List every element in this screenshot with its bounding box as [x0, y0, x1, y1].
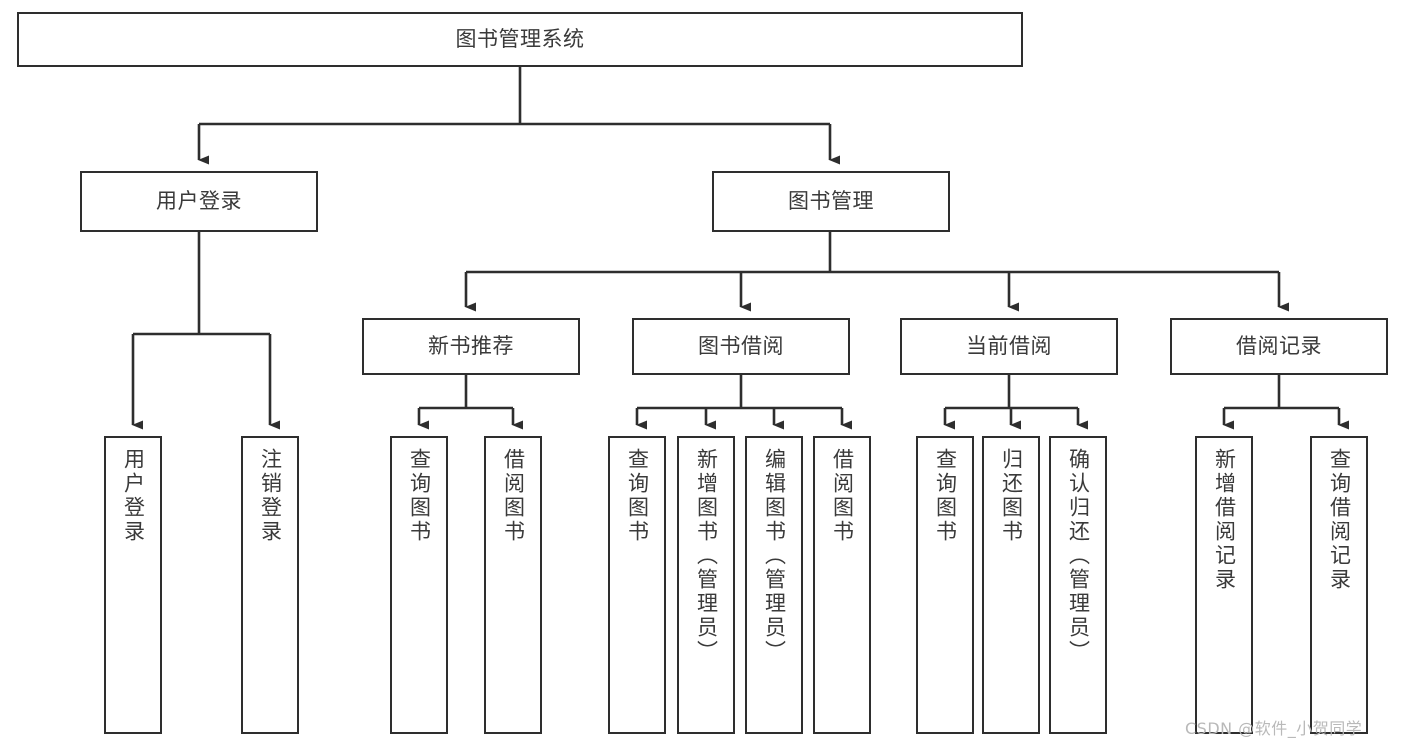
leaf-current-borrow-return[interactable]: 归还图书: [982, 436, 1040, 734]
leaf-book-borrow-query[interactable]: 查询图书: [608, 436, 666, 734]
node-borrow-record[interactable]: 借阅记录: [1170, 318, 1388, 375]
node-root-system[interactable]: 图书管理系统: [17, 12, 1023, 67]
leaf-borrow-record-add-label: 新增借阅记录: [1212, 448, 1237, 592]
csdn-watermark: CSDN @软件_小贺同学: [1185, 719, 1363, 738]
leaf-current-borrow-query[interactable]: 查询图书: [916, 436, 974, 734]
node-root-system-label: 图书管理系统: [455, 27, 585, 52]
leaf-new-book-borrow-label: 借阅图书: [501, 448, 526, 544]
leaf-user-login-logout-label: 注销登录: [258, 448, 283, 544]
node-new-book-recommend-label: 新书推荐: [428, 334, 514, 359]
leaf-current-borrow-return-label: 归还图书: [999, 448, 1024, 544]
node-book-management-label: 图书管理: [788, 189, 874, 214]
leaf-current-borrow-confirm-return-label: 确认归还（管理员）: [1066, 448, 1091, 664]
leaf-book-borrow-edit[interactable]: 编辑图书（管理员）: [745, 436, 803, 734]
leaf-user-login-login[interactable]: 用户登录: [104, 436, 162, 734]
leaf-current-borrow-confirm-return[interactable]: 确认归还（管理员）: [1049, 436, 1107, 734]
node-book-borrow[interactable]: 图书借阅: [632, 318, 850, 375]
leaf-book-borrow-add[interactable]: 新增图书（管理员）: [677, 436, 735, 734]
leaf-current-borrow-query-label: 查询图书: [933, 448, 958, 544]
leaf-book-borrow-query-label: 查询图书: [625, 448, 650, 544]
leaf-user-login-login-label: 用户登录: [121, 448, 146, 544]
node-new-book-recommend[interactable]: 新书推荐: [362, 318, 580, 375]
leaf-borrow-record-query-label: 查询借阅记录: [1327, 448, 1352, 592]
node-current-borrow-label: 当前借阅: [966, 334, 1052, 359]
node-user-login[interactable]: 用户登录: [80, 171, 318, 232]
leaf-book-borrow-borrow-label: 借阅图书: [830, 448, 855, 544]
leaf-book-borrow-add-label: 新增图书（管理员）: [694, 448, 719, 664]
node-book-management[interactable]: 图书管理: [712, 171, 950, 232]
leaf-book-borrow-edit-label: 编辑图书（管理员）: [762, 448, 787, 664]
leaf-new-book-query-label: 查询图书: [407, 448, 432, 544]
leaf-borrow-record-add[interactable]: 新增借阅记录: [1195, 436, 1253, 734]
node-current-borrow[interactable]: 当前借阅: [900, 318, 1118, 375]
node-user-login-label: 用户登录: [156, 189, 242, 214]
node-borrow-record-label: 借阅记录: [1236, 334, 1322, 359]
leaf-user-login-logout[interactable]: 注销登录: [241, 436, 299, 734]
leaf-borrow-record-query[interactable]: 查询借阅记录: [1310, 436, 1368, 734]
leaf-book-borrow-borrow[interactable]: 借阅图书: [813, 436, 871, 734]
leaf-new-book-borrow[interactable]: 借阅图书: [484, 436, 542, 734]
leaf-new-book-query[interactable]: 查询图书: [390, 436, 448, 734]
node-book-borrow-label: 图书借阅: [698, 334, 784, 359]
